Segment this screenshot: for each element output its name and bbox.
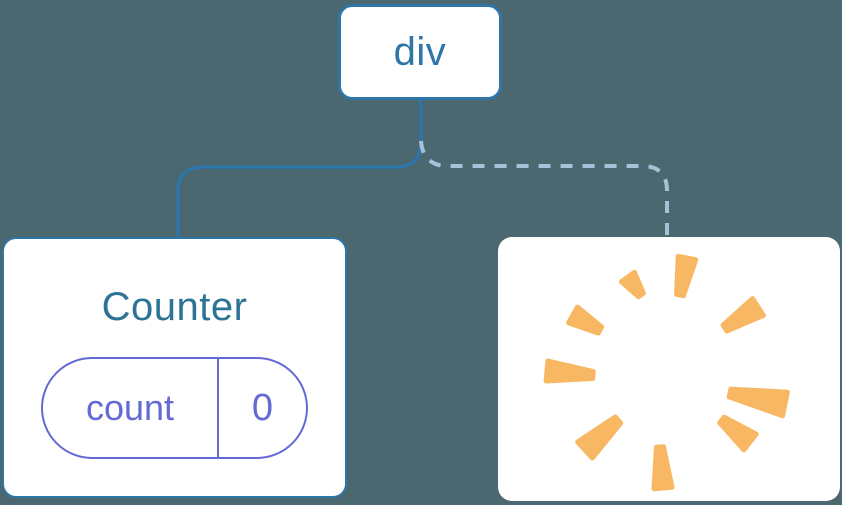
poof-ray bbox=[543, 358, 596, 384]
root-node-label: div bbox=[393, 29, 447, 74]
state-pill-divider bbox=[217, 359, 219, 457]
counter-card: Counter count 0 bbox=[2, 237, 347, 498]
state-pill-name: count bbox=[85, 387, 175, 428]
edge-solid-to-counter bbox=[176, 100, 423, 238]
state-pill-value: 0 bbox=[251, 386, 274, 429]
poof-ray bbox=[726, 386, 790, 419]
removed-card bbox=[498, 237, 840, 501]
poof-ray bbox=[619, 269, 646, 300]
poof-ray bbox=[651, 444, 675, 492]
counter-card-title: Counter bbox=[101, 285, 248, 329]
poof-icon bbox=[543, 253, 790, 492]
state-pill: count 0 bbox=[41, 357, 308, 459]
poof-ray bbox=[566, 304, 605, 336]
edge-dashed-to-removed bbox=[419, 140, 669, 238]
poof-ray bbox=[717, 414, 759, 453]
poof-ray bbox=[720, 296, 766, 334]
poof-ray bbox=[674, 253, 699, 299]
root-node-div: div bbox=[338, 4, 502, 100]
poof-ray bbox=[575, 414, 624, 461]
